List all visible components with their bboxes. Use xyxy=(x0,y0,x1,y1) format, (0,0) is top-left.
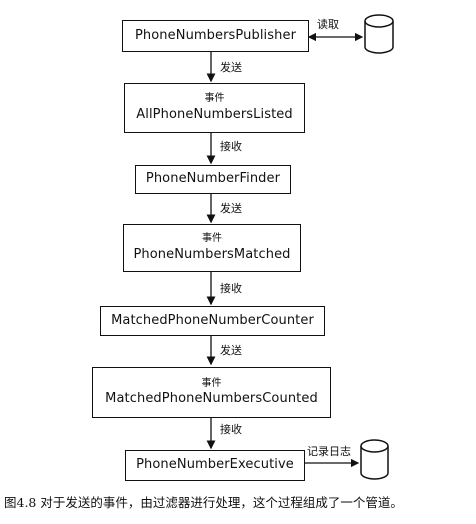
database-icon xyxy=(364,14,394,54)
node-phone-number-executive: PhoneNumberExecutive xyxy=(125,450,305,481)
send-label-2: 发送 xyxy=(220,202,242,215)
node-tag: 事件 xyxy=(201,377,222,389)
node-all-phone-numbers-listed: 事件 AllPhoneNumbersListed xyxy=(124,83,305,133)
node-phone-numbers-publisher: PhoneNumbersPublisher xyxy=(122,20,309,52)
log-database-icon xyxy=(360,439,389,480)
node-title: MatchedPhoneNumbersCounted xyxy=(105,391,318,407)
node-title: PhoneNumbersPublisher xyxy=(134,27,297,43)
read-label: 读取 xyxy=(317,18,339,31)
receive-label-3: 接收 xyxy=(220,423,242,436)
node-phone-numbers-matched: 事件 PhoneNumbersMatched xyxy=(123,224,301,272)
node-title: MatchedPhoneNumberCounter xyxy=(111,312,314,328)
node-title: PhoneNumberFinder xyxy=(145,171,281,187)
node-matched-phone-number-counter: MatchedPhoneNumberCounter xyxy=(100,306,325,336)
receive-label-2: 接收 xyxy=(220,282,242,295)
send-label-3: 发送 xyxy=(220,344,242,357)
node-title: PhoneNumbersMatched xyxy=(133,246,291,262)
figure-caption: 图4.8 对于发送的事件，由过滤器进行处理，这个过程组成了一个管道。 xyxy=(4,495,403,510)
node-matched-phone-numbers-counted: 事件 MatchedPhoneNumbersCounted xyxy=(92,367,331,418)
node-title: PhoneNumberExecutive xyxy=(136,457,294,473)
send-label-1: 发送 xyxy=(220,61,242,74)
log-label: 记录日志 xyxy=(307,445,351,458)
node-tag: 事件 xyxy=(202,233,222,245)
node-phone-number-finder: PhoneNumberFinder xyxy=(135,165,291,194)
node-tag: 事件 xyxy=(204,93,225,105)
node-title: AllPhoneNumbersListed xyxy=(136,106,293,122)
receive-label-1: 接收 xyxy=(220,140,242,153)
